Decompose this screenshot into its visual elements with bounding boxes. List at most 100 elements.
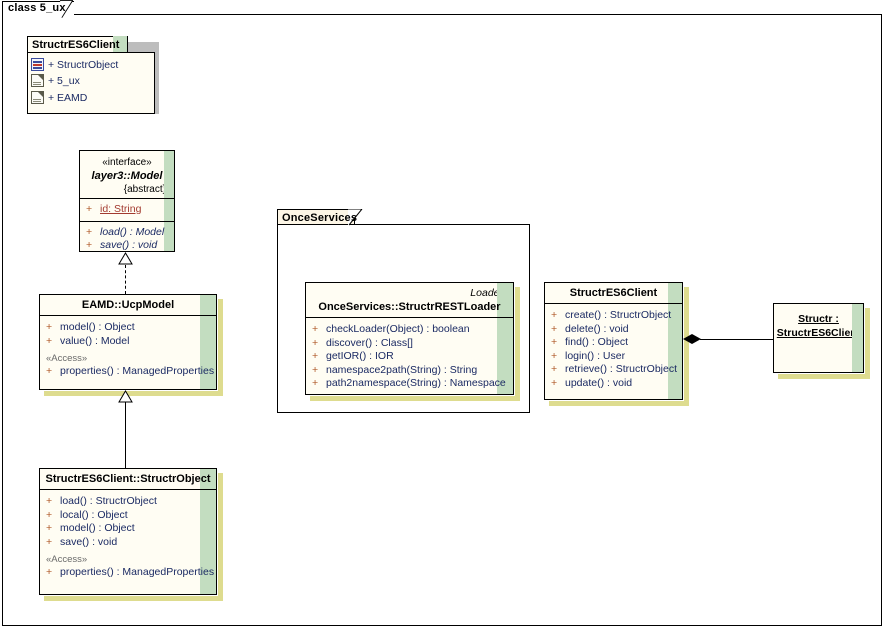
operation-signature: model() : Object bbox=[60, 522, 135, 534]
class-operation-row: + properties() : ManagedProperties bbox=[40, 365, 214, 379]
class-divider bbox=[545, 303, 682, 304]
interface-operations: + load() : Model +save() : void bbox=[80, 222, 174, 258]
realization-arrowhead-icon bbox=[118, 252, 133, 265]
diagram-frame bbox=[2, 14, 882, 626]
class-section-label: «Access» bbox=[46, 554, 88, 565]
interface-operation-row: +save() : void bbox=[80, 239, 172, 253]
generalization-arrowhead-icon bbox=[118, 390, 133, 403]
operation-signature: save() : void bbox=[100, 239, 158, 251]
operation-signature: load() : Model bbox=[100, 225, 165, 238]
class-eamd-ucpmodel[interactable]: EAMD::UcpModel +model() : Object +value(… bbox=[39, 294, 223, 396]
interface-divider-1 bbox=[80, 198, 174, 199]
class-name: StructrES6Client::StructrObject bbox=[45, 473, 211, 485]
class-operation-row: + checkLoader(Object) : boolean bbox=[306, 323, 511, 337]
operation-signature: local() : Object bbox=[60, 508, 128, 521]
class-structres6client[interactable]: StructrES6Client + create() : StructrObje… bbox=[544, 282, 689, 406]
operation-signature: delete() : void bbox=[565, 322, 629, 335]
visibility-marker: + bbox=[86, 225, 93, 238]
object-instance-name-line2: StructrES6Client bbox=[774, 326, 863, 340]
composition-connector bbox=[700, 339, 773, 340]
visibility-marker: + bbox=[312, 377, 319, 389]
class-structres6client-structrobject[interactable]: StructrES6Client::StructrObject +load() … bbox=[39, 468, 223, 601]
object-instance-name-line1: Structr : bbox=[774, 304, 863, 326]
class-operations: +create() : StructrObject +delete() : vo… bbox=[545, 304, 682, 395]
operation-signature: login() : User bbox=[565, 349, 626, 362]
class-operation-row: +delete() : void bbox=[545, 323, 680, 337]
class-operations: + checkLoader(Object) : boolean + discover… bbox=[306, 318, 513, 396]
diagram-tab-slope-icon bbox=[60, 0, 74, 18]
operation-signature: namespace2path(String) : String bbox=[326, 363, 478, 376]
class-green-band bbox=[200, 295, 216, 389]
operation-signature: discover() : Class[] bbox=[326, 336, 413, 349]
operation-signature: retrieve() : StructrObject bbox=[565, 363, 678, 375]
class-operation-row: +load() : StructrObject bbox=[40, 495, 214, 509]
visibility-marker: + bbox=[46, 566, 53, 578]
class-green-band bbox=[668, 283, 682, 399]
class-name: OnceServices::StructrRESTLoader bbox=[318, 301, 501, 313]
class-operation-row: + retrieve() : StructrObject bbox=[545, 363, 680, 377]
package-item-label: + StructrObject bbox=[48, 59, 119, 71]
interface-name: layer3::Model bbox=[91, 170, 163, 182]
interface-operation-row: + load() : Model bbox=[80, 226, 172, 240]
package-structres6client-title: StructrES6Client bbox=[32, 39, 120, 51]
operation-signature: properties() : ManagedProperties bbox=[60, 365, 215, 377]
class-shadow bbox=[515, 287, 520, 401]
interface-divider-2 bbox=[80, 220, 174, 222]
package-item-label: + EAMD bbox=[48, 92, 88, 104]
package-structres6client-body[interactable] bbox=[27, 52, 155, 114]
class-green-band bbox=[200, 469, 216, 594]
object-green-band bbox=[852, 304, 863, 372]
class-stereotype: Loader bbox=[470, 287, 503, 299]
realization-connector bbox=[125, 265, 126, 294]
visibility-marker: + bbox=[46, 508, 53, 521]
operation-signature: update() : void bbox=[565, 376, 633, 389]
operation-signature: create() : StructrObject bbox=[565, 309, 672, 321]
class-operation-row: +save() : void bbox=[40, 536, 214, 550]
class-operation-row: +model() : Object bbox=[40, 321, 214, 335]
object-shadow bbox=[778, 374, 869, 379]
visibility-marker: + bbox=[551, 349, 558, 362]
object-structr-instance[interactable]: Structr : StructrES6Client bbox=[773, 303, 870, 379]
package-onceservices-tab-slope-icon bbox=[348, 209, 363, 226]
operation-signature: model() : Object bbox=[60, 321, 135, 333]
object-shadow bbox=[865, 308, 870, 379]
generalization-connector bbox=[125, 402, 126, 469]
visibility-marker: + bbox=[46, 365, 53, 377]
visibility-marker: + bbox=[86, 203, 93, 215]
class-section-label: «Access» bbox=[46, 353, 88, 364]
operation-signature: getIOR() : IOR bbox=[326, 350, 394, 362]
attribute-signature: id: String bbox=[100, 203, 142, 215]
class-icon bbox=[31, 58, 44, 71]
package-structres6client-tab[interactable] bbox=[27, 36, 128, 53]
interface-abstract-tag: {abstract} bbox=[123, 184, 166, 195]
class-shadow bbox=[549, 401, 688, 406]
interface-layer3-model[interactable]: «interface» layer3::Model {abstract} +id… bbox=[79, 150, 175, 252]
visibility-marker: + bbox=[551, 363, 558, 375]
class-name: StructrES6Client bbox=[569, 287, 658, 299]
class-operation-row: +find() : Object bbox=[545, 336, 680, 350]
visibility-marker: + bbox=[312, 336, 319, 349]
class-operations: +model() : Object +value() : Model «Acce… bbox=[40, 316, 216, 384]
package-tab-green-band bbox=[113, 36, 127, 52]
document-icon bbox=[31, 91, 44, 104]
visibility-marker: + bbox=[551, 376, 558, 389]
class-operation-row: +properties() : ManagedProperties bbox=[40, 566, 214, 580]
class-shadow bbox=[44, 596, 222, 601]
diagram-title-tab bbox=[2, 1, 74, 19]
diagram-title-label: class 5_ux bbox=[8, 2, 66, 14]
class-operation-row: + update() : void bbox=[545, 377, 680, 391]
visibility-marker: + bbox=[551, 309, 558, 321]
visibility-marker: + bbox=[312, 323, 319, 335]
operation-signature: path2namespace(String) : Namespace bbox=[326, 377, 506, 389]
interface-attributes: + id: String bbox=[80, 199, 174, 221]
class-operation-row: + path2namespace(String) : Namespace bbox=[306, 377, 511, 391]
class-onceservices-structrrestloader[interactable]: Loader OnceServices::StructrRESTLoader +… bbox=[305, 282, 520, 401]
object-instance-name-text: Structr : bbox=[798, 313, 839, 325]
visibility-marker: + bbox=[312, 350, 319, 362]
visibility-marker: + bbox=[551, 336, 558, 348]
class-divider bbox=[40, 489, 216, 490]
operation-signature: value() : Model bbox=[60, 334, 130, 347]
class-operation-row: +value() : Model bbox=[40, 335, 214, 349]
operation-signature: checkLoader(Object) : boolean bbox=[326, 323, 470, 335]
